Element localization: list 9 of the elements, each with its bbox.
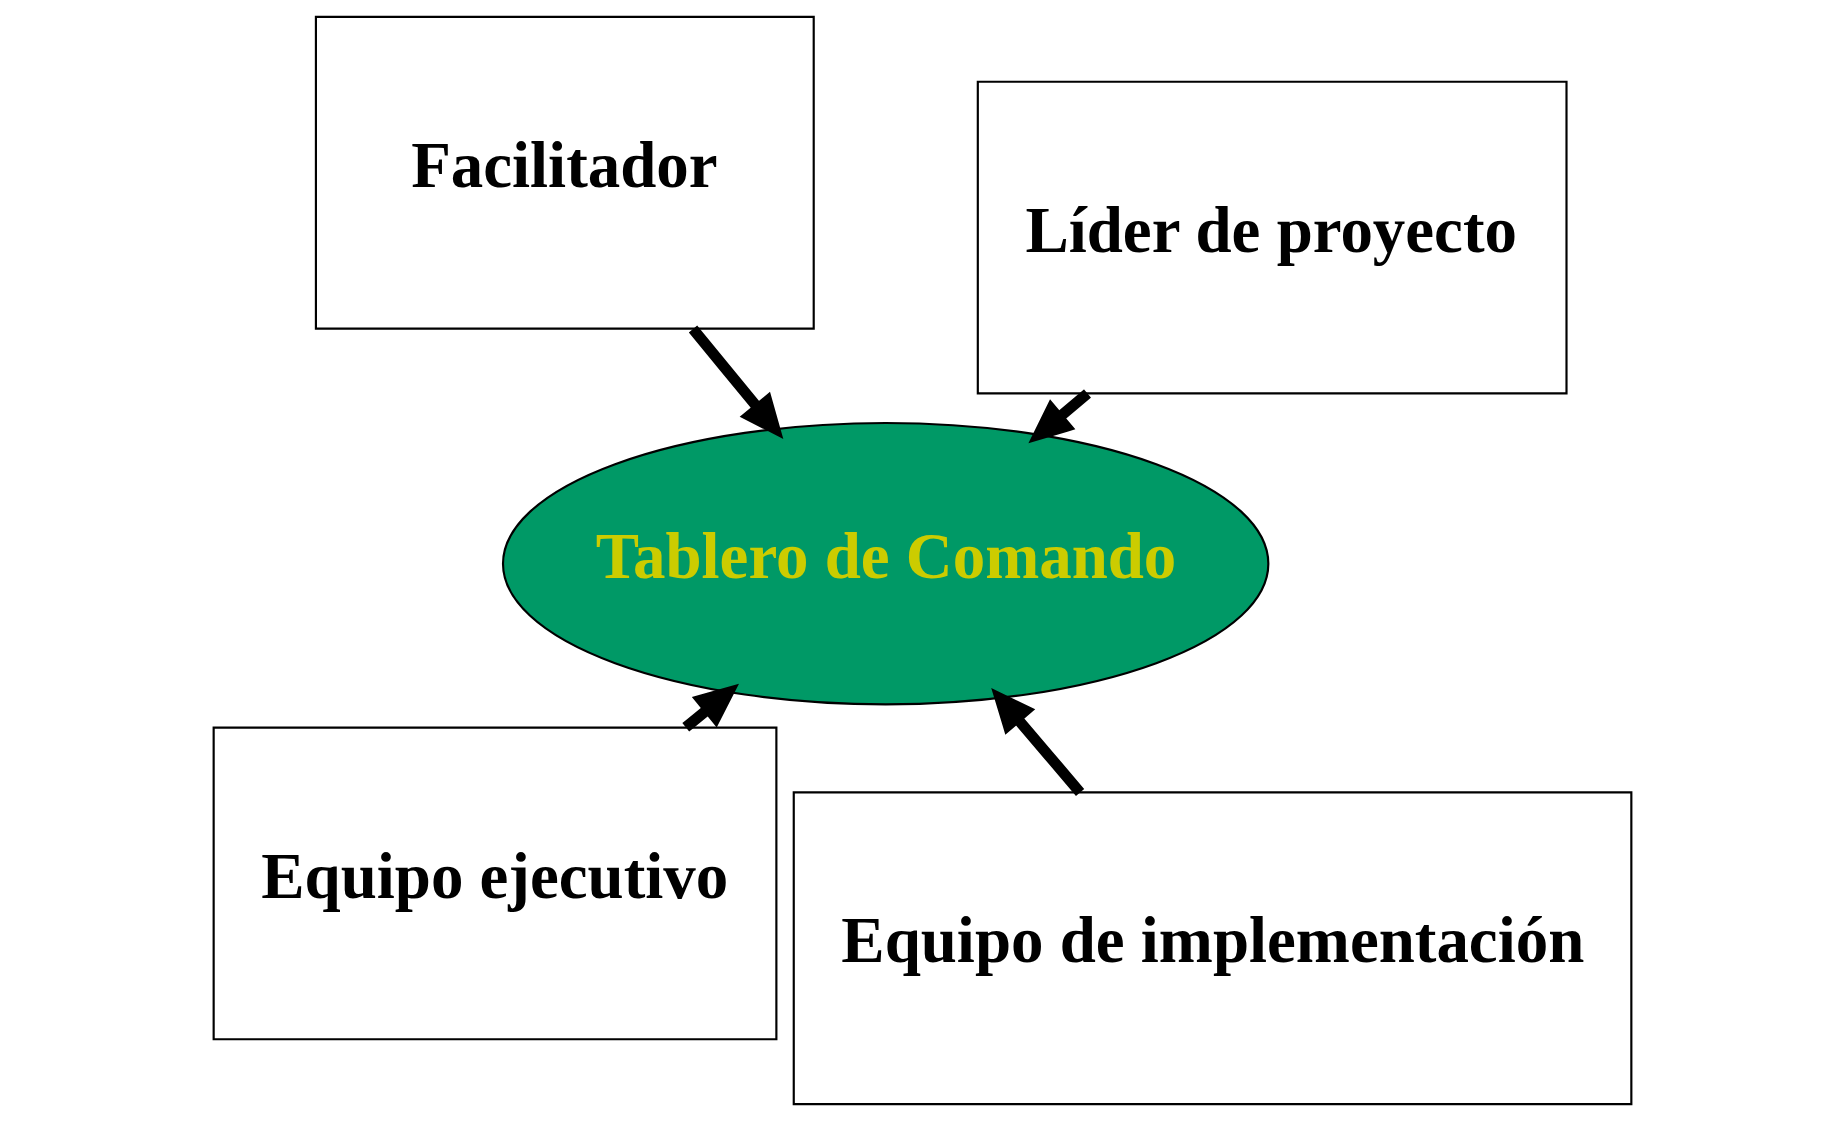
node-box: Líder de proyecto (976, 80, 1568, 395)
node-box: Equipo de implementación (792, 791, 1633, 1106)
node-ellipse: Tablero de Comando (501, 421, 1270, 706)
arrow (688, 325, 784, 439)
arrow (991, 687, 1085, 796)
node-box: Equipo ejecutivo (212, 726, 778, 1041)
arrow (682, 683, 739, 732)
arrow (1028, 389, 1091, 444)
node-box: Facilitador (314, 15, 815, 330)
